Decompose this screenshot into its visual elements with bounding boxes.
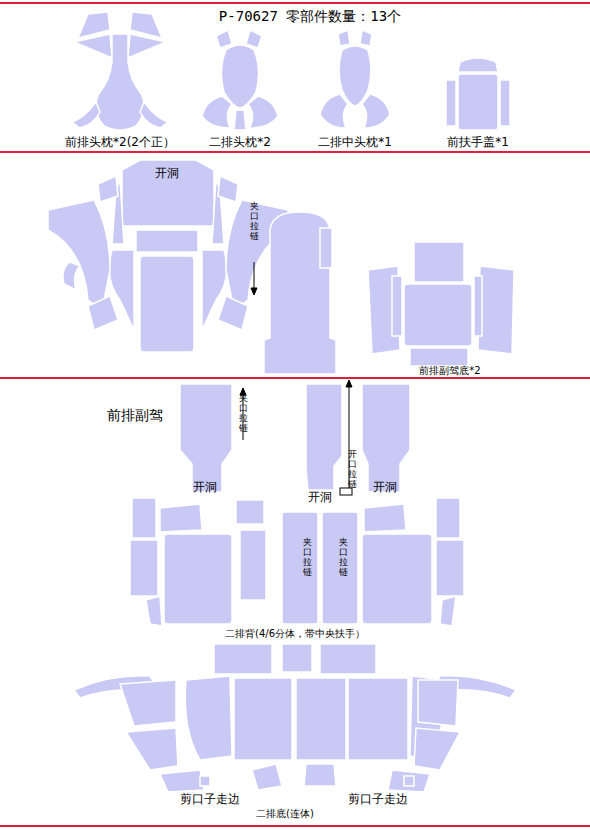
zipper-note: 夹口拉链 (250, 202, 259, 242)
part-label: 开洞 (155, 167, 179, 180)
zipper-arrow (240, 262, 352, 490)
zipper-note: 夹口拉链 (339, 538, 348, 578)
part-label: 剪口子走边 (180, 793, 240, 806)
zipper-note: 夹口拉链 (303, 538, 312, 578)
part-label: 开洞 (308, 491, 332, 504)
part-label: 开洞 (373, 481, 397, 494)
part-label: 前排副驾 (107, 408, 163, 423)
part-label: 前排副驾底*2 (419, 365, 480, 376)
page-title: P-70627 零部件数量：13个 (219, 9, 401, 24)
part-label: 二排头枕*2 (209, 136, 271, 149)
part-label: 二排背(4/6分体，带中央扶手） (225, 628, 365, 639)
part-label: 开洞 (193, 481, 217, 494)
section-rule (0, 3, 590, 826)
zipper-note: 夹口拉链 (239, 394, 248, 434)
part-label: 二排底(连体) (256, 808, 314, 819)
part-label: 剪口子走边 (348, 793, 408, 806)
pattern-piece (48, 12, 516, 792)
part-label: 二排中头枕*1 (318, 136, 392, 149)
zipper-note: 开口拉链 (348, 450, 357, 490)
part-label: 前排头枕*2(2个正） (65, 136, 175, 149)
part-label: 前扶手盖*1 (447, 136, 509, 149)
zipper-tab (340, 488, 352, 495)
